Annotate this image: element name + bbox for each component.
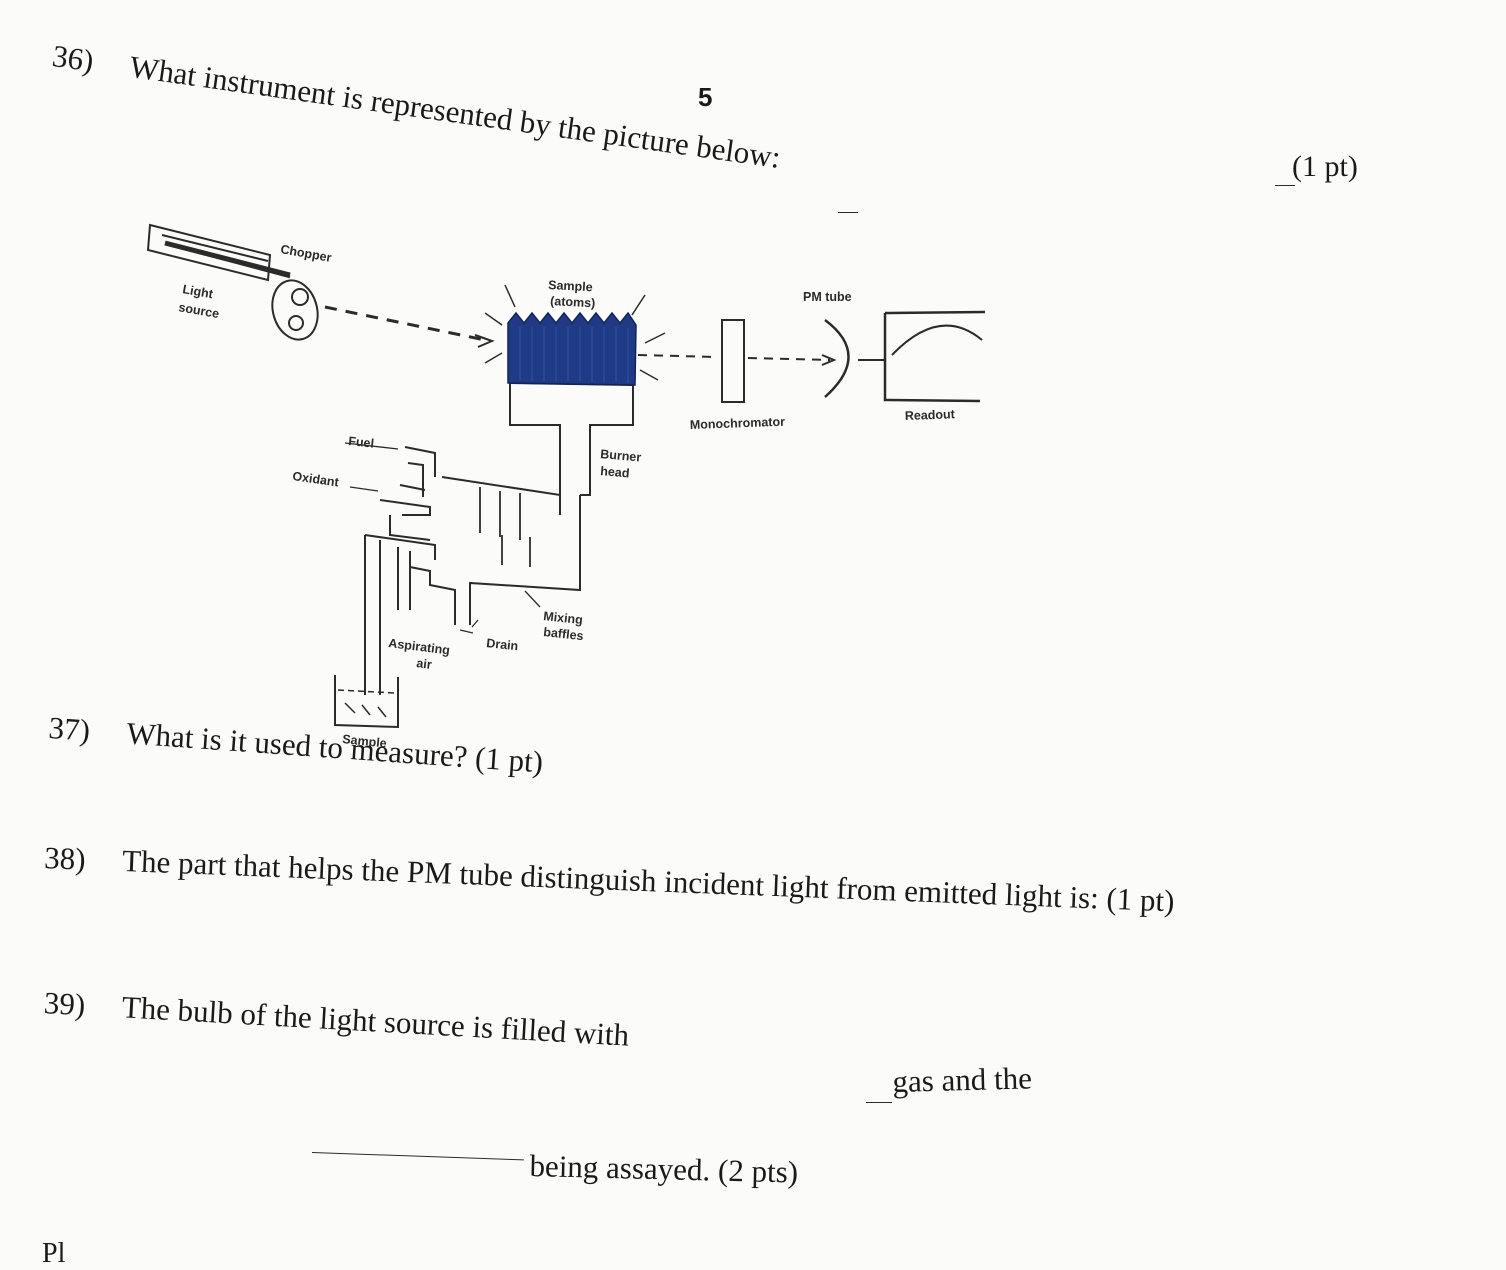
label-burner-head-1: Burner: [600, 447, 642, 465]
atomic-absorption-diagram: Chopper Light source Sample (atoms) PM t…: [146, 223, 986, 751]
label-burner-head-2: head: [600, 464, 630, 480]
readout-box: [883, 310, 986, 403]
label-light-source-1: Light: [181, 282, 214, 301]
question-38-text: The part that helps the PM tube distingu…: [121, 842, 1176, 919]
question-39-text-a: The bulb of the light source is filled w…: [120, 989, 631, 1053]
label-pm-tube: PM tube: [803, 290, 852, 304]
label-mixing-baffles-1: Mixing: [543, 609, 584, 627]
label-sample-atoms-2: (atoms): [550, 294, 596, 310]
chopper-wheel: [271, 279, 319, 341]
question-38: 38) The part that helps the PM tube disti…: [44, 840, 1176, 919]
label-oxidant: Oxidant: [292, 469, 341, 489]
question-39-text-c: being assayed. (2 pts): [529, 1148, 799, 1190]
question-37-number: 37): [47, 710, 92, 748]
label-aspirating-air-1: Aspirating: [388, 636, 451, 657]
page-number: 5: [698, 82, 713, 112]
label-drain: Drain: [486, 636, 519, 653]
label-sample-atoms-1: Sample: [548, 278, 593, 294]
label-mixing-baffles-2: baffles: [543, 625, 585, 643]
monochromator-box: [721, 319, 745, 403]
answer-line-36-start: [838, 212, 858, 213]
answer-blank-39-gas: [866, 1102, 892, 1103]
flame-sample-atoms: [507, 311, 637, 386]
light-source-lamp: [146, 223, 291, 282]
label-chopper: Chopper: [279, 242, 332, 265]
label-monochromator: Monochromator: [690, 415, 786, 432]
question-39-text-b: gas and the: [892, 1060, 1033, 1099]
label-light-source-2: source: [177, 300, 220, 321]
question-36-text: What instrument is represented by the pi…: [127, 48, 783, 175]
label-aspirating-air-2: air: [416, 656, 433, 672]
label-readout: Readout: [905, 407, 956, 423]
beam-to-pm-tube: [747, 357, 831, 361]
answer-blank-39-element: [311, 1152, 524, 1161]
question-36: 36) What instrument is represented by the…: [50, 38, 783, 176]
label-sample: Sample: [342, 732, 388, 751]
question-36-points: (1 pt): [1292, 150, 1358, 183]
question-39-number: 39): [43, 985, 87, 1023]
beam-to-sample: [324, 305, 486, 342]
sample-beaker: [334, 675, 399, 729]
question-36-number: 36): [50, 38, 96, 79]
question-38-number: 38): [43, 840, 87, 877]
label-fuel: Fuel: [348, 434, 375, 451]
beam-to-monochromator: [637, 354, 719, 358]
answer-line-36-end: [1275, 185, 1295, 186]
question-39: 39) The bulb of the light source is fille…: [43, 985, 630, 1054]
cutoff-text-fragment: Pl: [42, 1238, 66, 1269]
pm-tube-shape: [824, 318, 850, 398]
